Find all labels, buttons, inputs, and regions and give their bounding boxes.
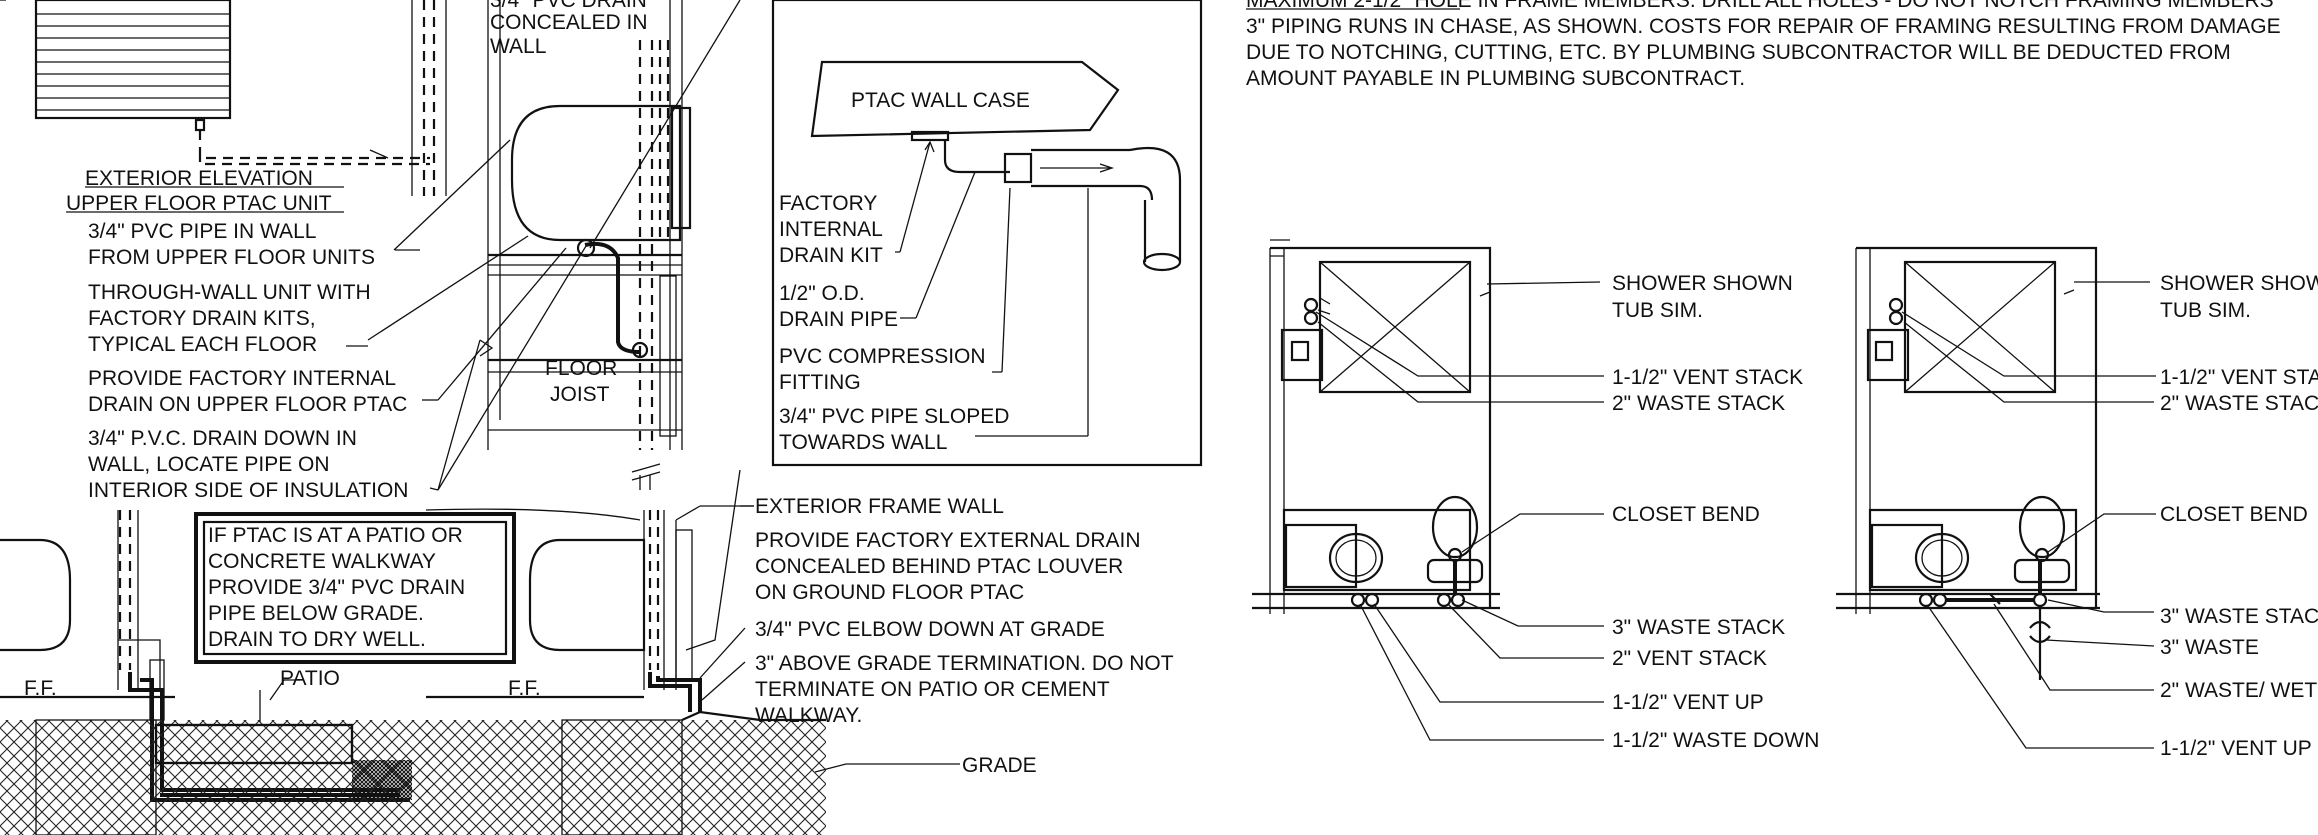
section-note-1-line-2: FROM UPPER FLOOR UNITS: [88, 246, 375, 269]
bath1-label-closet-bend: CLOSET BEND: [1612, 503, 1760, 526]
bath2-label-vent-up: 1-1/2" VENT UP: [2160, 737, 2312, 760]
section-notes: 3/4" PVC PIPE IN WALL FROM UPPER FLOOR U…: [88, 220, 617, 502]
callout-note-2-line-2: DRAIN PIPE: [779, 308, 898, 331]
section-note-4-line-1: 3/4" P.V.C. DRAIN DOWN IN: [88, 427, 357, 450]
bath2-label-vent-stack: 1-1/2" VENT STACK: [2160, 366, 2318, 389]
patio-note-line-2: CONCRETE WALKWAY: [208, 550, 436, 573]
bath2-label-waste-stack: 2" WASTE STACK: [2160, 392, 2318, 415]
ground-note-2-line-1: PROVIDE FACTORY EXTERNAL DRAIN: [755, 529, 1141, 552]
section-note-3-line-1: PROVIDE FACTORY INTERNAL: [88, 367, 396, 390]
drain-concealed-line-2: CONCEALED IN: [490, 11, 648, 34]
section-note-3-line-2: DRAIN ON UPPER FLOOR PTAC: [88, 393, 407, 416]
bath-plan-2: [1836, 246, 2155, 749]
section-note-4-line-2: WALL, LOCATE PIPE ON: [88, 453, 330, 476]
patio-note-line-3: PROVIDE 3/4" PVC DRAIN: [208, 576, 465, 599]
patio-note-line-4: PIPE BELOW GRADE.: [208, 602, 424, 625]
drain-concealed-line-3: WALL: [490, 35, 546, 58]
ground-note-4-line-3: WALKWAY.: [755, 704, 862, 727]
callout-note-4-line-1: 3/4" PVC PIPE SLOPED: [779, 405, 1009, 428]
elevation-title-line-1: EXTERIOR ELEVATION: [85, 167, 313, 190]
callout-note-1-line-3: DRAIN KIT: [779, 244, 883, 267]
bath1-label-shower-2: TUB SIM.: [1612, 299, 1703, 322]
bath2-label-closet-bend: CLOSET BEND: [2160, 503, 2308, 526]
callout-note-4-line-2: TOWARDS WALL: [779, 431, 947, 454]
ground-note-2-line-2: CONCEALED BEHIND PTAC LOUVER: [755, 555, 1123, 578]
bath1-label-shower-1: SHOWER SHOWN: [1612, 272, 1793, 295]
bath1-label-waste-stack: 2" WASTE STACK: [1612, 392, 1785, 415]
finished-floor-label-2: F.F.: [508, 677, 541, 700]
section-note-2-line-2: FACTORY DRAIN KITS,: [88, 307, 316, 330]
patio-label: PATIO: [280, 667, 340, 690]
general-note-line-1: MAXIMUM 2-1/2" HOLE IN FRAME MEMBERS. DR…: [1246, 0, 2274, 12]
floor-joist-line-1: FLOOR: [545, 357, 617, 380]
ground-note-1: EXTERIOR FRAME WALL: [755, 495, 1004, 518]
bath-plan-1: [1252, 239, 1604, 741]
bath1-label-3in-waste-stack: 3" WASTE STACK: [1612, 616, 1785, 639]
callout-note-3-line-2: FITTING: [779, 371, 861, 394]
ground-note-4-line-1: 3" ABOVE GRADE TERMINATION. DO NOT: [755, 652, 1174, 675]
bath2-label-wet-vent: 2" WASTE/ WET VENT: [2160, 679, 2318, 702]
finished-floor-label-1: F.F.: [24, 677, 57, 700]
ptac-wall-section: [367, 0, 741, 521]
callout-labels: PTAC WALL CASE FACTORY INTERNAL DRAIN KI…: [779, 89, 1030, 454]
ptac-exterior-elevation: [34, 0, 447, 213]
bath2-label-3in-waste: 3" WASTE: [2160, 636, 2259, 659]
ground-floor-ptac-grade: [269, 469, 960, 835]
ground-note-2-line-3: ON GROUND FLOOR PTAC: [755, 581, 1024, 604]
section-note-1-line-1: 3/4" PVC PIPE IN WALL: [88, 220, 316, 243]
ground-note-3: 3/4" PVC ELBOW DOWN AT GRADE: [755, 618, 1105, 641]
bath-plan-1-labels: SHOWER SHOWN TUB SIM. 1-1/2" VENT STACK …: [1612, 272, 1819, 752]
callout-note-3-line-1: PVC COMPRESSION: [779, 345, 986, 368]
bath2-label-3in-waste-stack: 3" WASTE STACK: [2160, 605, 2318, 628]
ptac-wall-case-label: PTAC WALL CASE: [851, 89, 1030, 112]
callout-note-2-line-1: 1/2" O.D.: [779, 282, 865, 305]
patio-note: IF PTAC IS AT A PATIO OR CONCRETE WALKWA…: [24, 524, 541, 700]
general-note: MAXIMUM 2-1/2" HOLE IN FRAME MEMBERS. DR…: [1246, 0, 2281, 90]
bath-plan-2-labels: SHOWER SHOWN TUB SIM. 1-1/2" VENT STACK …: [2160, 272, 2318, 760]
ptac-drain-callout: [771, 0, 1203, 467]
section-note-leaders: [346, 249, 439, 491]
general-note-line-3: DUE TO NOTCHING, CUTTING, ETC. BY PLUMBI…: [1246, 41, 2231, 64]
floor-joist-line-2: JOIST: [550, 383, 610, 406]
bath2-label-shower-1: SHOWER SHOWN: [2160, 272, 2318, 295]
section-note-4-line-3: INTERIOR SIDE OF INSULATION: [88, 479, 408, 502]
bath1-label-waste-down: 1-1/2" WASTE DOWN: [1612, 729, 1819, 752]
drain-concealed-line-1: 3/4" PVC DRAIN: [490, 0, 647, 12]
bath1-label-vent-up: 1-1/2" VENT UP: [1612, 691, 1764, 714]
patio-note-line-1: IF PTAC IS AT A PATIO OR: [208, 524, 463, 547]
bath1-label-2in-vent-stack: 2" VENT STACK: [1612, 647, 1767, 670]
elevation-title-line-2: UPPER FLOOR PTAC UNIT: [66, 192, 332, 215]
ground-note-4-line-2: TERMINATE ON PATIO OR CEMENT: [755, 678, 1110, 701]
patio-note-line-5: DRAIN TO DRY WELL.: [208, 628, 426, 651]
bath1-label-vent-stack: 1-1/2" VENT STACK: [1612, 366, 1803, 389]
callout-note-1-line-1: FACTORY: [779, 192, 877, 215]
callout-note-1-line-2: INTERNAL: [779, 218, 883, 241]
general-note-line-2: 3" PIPING RUNS IN CHASE, AS SHOWN. COSTS…: [1246, 15, 2281, 38]
ground-floor-notes: EXTERIOR FRAME WALL PROVIDE FACTORY EXTE…: [755, 495, 1174, 777]
bath2-label-shower-2: TUB SIM.: [2160, 299, 2251, 322]
section-note-2-line-1: THROUGH-WALL UNIT WITH: [88, 281, 371, 304]
section-note-2-line-3: TYPICAL EACH FLOOR: [88, 333, 317, 356]
ground-floor-ptac-patio: [0, 510, 516, 835]
elevation-labels: 3/4" PVC DRAIN CONCEALED IN WALL EXTERIO…: [66, 0, 648, 215]
general-note-line-4: AMOUNT PAYABLE IN PLUMBING SUBCONTRACT.: [1246, 67, 1745, 90]
grade-label: GRADE: [962, 754, 1037, 777]
